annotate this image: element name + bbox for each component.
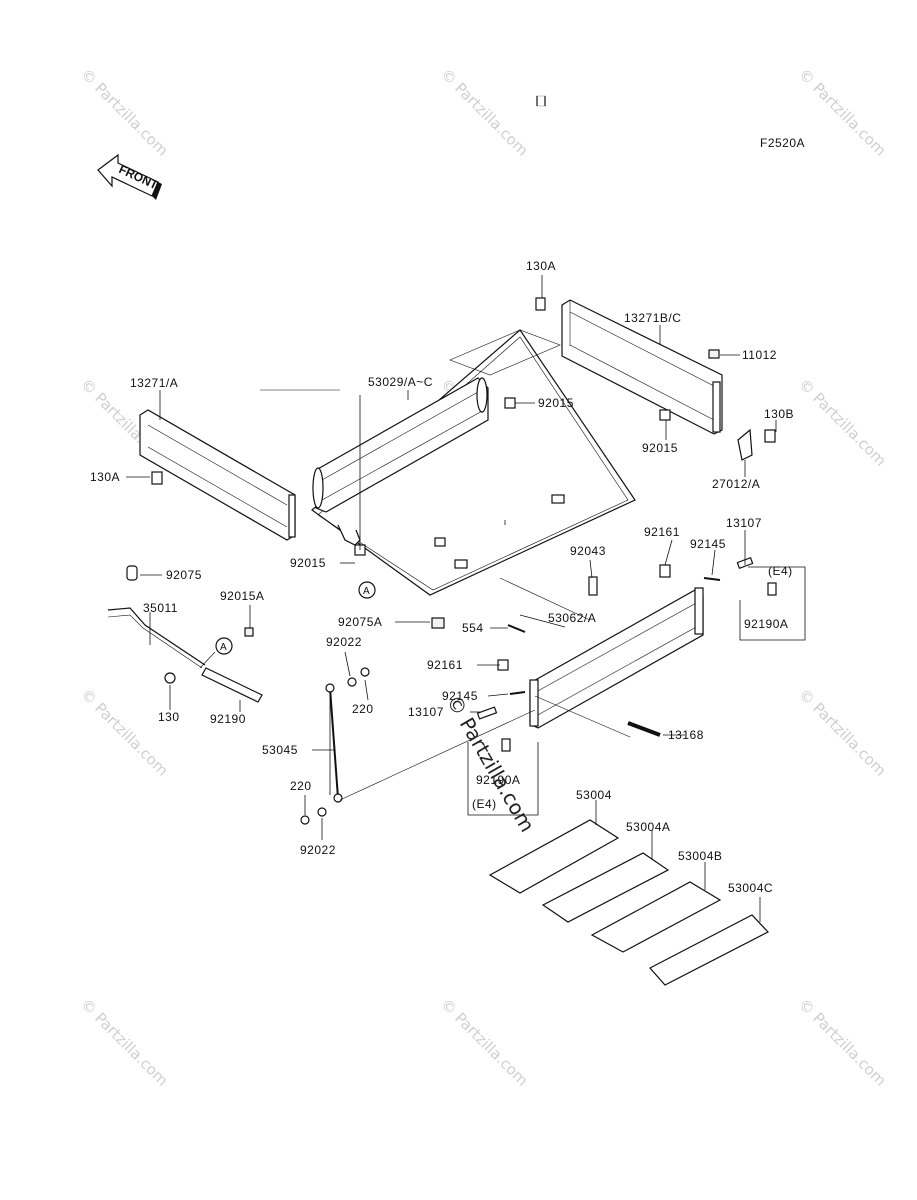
label-92015a: 92015A (220, 589, 264, 603)
watermark: © Partzilla.com (795, 685, 890, 780)
watermark: © Partzilla.com (77, 995, 172, 1090)
label-13107-mid: 13107 (408, 705, 444, 719)
figure-code: F2520A (760, 136, 805, 150)
label-92161-mid: 92161 (427, 658, 463, 672)
cap-11012 (708, 349, 720, 359)
label-92190: 92190 (210, 712, 246, 726)
e4-box-top (739, 566, 806, 641)
watermark: © Partzilla.com (77, 685, 172, 780)
watermark: © Partzilla.com (795, 995, 890, 1090)
callout-a-label: A (220, 642, 227, 653)
label-130a-top: 130A (526, 259, 556, 273)
label-13107-top: 13107 (726, 516, 762, 530)
label-220-bot: 220 (290, 779, 312, 793)
label-130b: 130B (764, 407, 794, 421)
side-panel-13271a (139, 409, 296, 541)
label-13271bc: 13271B/C (624, 311, 681, 325)
label-92145-top: 92145 (690, 537, 726, 551)
label-e4-top: (E4) (768, 564, 793, 578)
label-92015-c: 92015 (290, 556, 326, 570)
front-arrow-icon: FRONT (97, 153, 162, 200)
label-92043: 92043 (570, 544, 606, 558)
mat-53004c (649, 914, 769, 986)
label-27012: 27012/A (712, 477, 760, 491)
watermark: © Partzilla.com (795, 65, 890, 160)
label-92161-top: 92161 (644, 525, 680, 539)
label-554: 554 (462, 621, 484, 635)
label-e4-bot: (E4) (472, 797, 497, 811)
label-92190a-top: 92190A (744, 617, 788, 631)
label-220-top: 220 (352, 702, 374, 716)
side-panel-13271bc (561, 299, 723, 435)
bed-floor-53029 (311, 329, 636, 596)
callout-a-label: A (363, 586, 370, 597)
label-11012: 11012 (742, 348, 777, 362)
mat-53004b (590, 881, 722, 953)
watermark: © Partzilla.com (77, 65, 172, 160)
e4-box-bottom (467, 742, 539, 816)
label-53004a: 53004A (626, 820, 670, 834)
part-labels: 130A 13271B/C 11012 53029/A~C 92015 1327… (90, 259, 794, 895)
label-13271a: 13271/A (130, 376, 178, 390)
watermark: © Partzilla.com (437, 65, 532, 160)
label-53045: 53045 (262, 743, 298, 757)
lever-35011 (107, 565, 263, 703)
label-53062: 53062/A (548, 611, 596, 625)
label-53004c: 53004C (728, 881, 773, 895)
label-53029: 53029/A~C (368, 375, 433, 389)
label-53004b: 53004B (678, 849, 722, 863)
link-53045 (300, 667, 370, 825)
label-35011: 35011 (143, 601, 178, 615)
mat-53004 (488, 819, 620, 894)
label-92015-b: 92015 (642, 441, 678, 455)
mats (488, 819, 769, 986)
tailgate-53062 (529, 587, 704, 729)
label-130: 130 (158, 710, 180, 724)
label-92075: 92075 (166, 568, 202, 582)
label-92022-bot: 92022 (300, 843, 336, 857)
watermark: © Partzilla.com (437, 995, 532, 1090)
callout-a-1: A (358, 581, 376, 599)
label-92145-mid: 92145 (442, 689, 478, 703)
callout-a-2: A (215, 637, 233, 655)
mat-53004a (541, 852, 670, 923)
label-130a-left: 130A (90, 470, 120, 484)
label-92015-a: 92015 (538, 396, 574, 410)
label-92075a: 92075A (338, 615, 382, 629)
leader-lines (126, 275, 777, 922)
label-92190a-mid: 92190A (476, 773, 520, 787)
label-53004: 53004 (576, 788, 612, 802)
tailgate-hardware (151, 95, 777, 752)
label-13168: 13168 (668, 728, 704, 742)
watermark: © Partzilla.com (795, 375, 890, 470)
label-92022-top: 92022 (326, 635, 362, 649)
